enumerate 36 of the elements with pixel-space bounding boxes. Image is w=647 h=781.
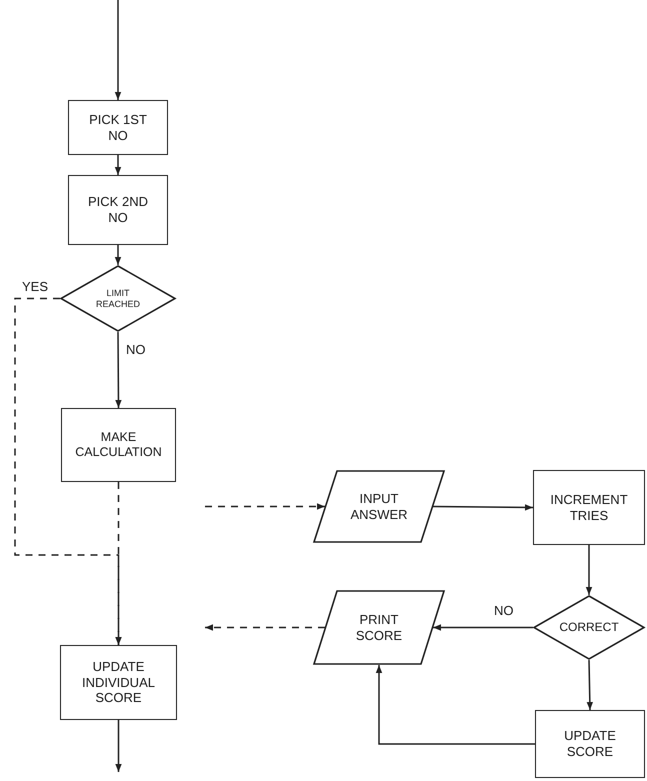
process-box <box>61 408 176 482</box>
node-label: PICK 1ST NO <box>88 112 148 144</box>
flow-arrow <box>376 665 535 745</box>
process-box <box>60 645 177 720</box>
edge-label: NO <box>124 343 148 358</box>
flow-arrow <box>115 332 122 408</box>
flow-arrow <box>115 720 122 772</box>
node-label: INPUT ANSWER <box>349 490 409 522</box>
node-label: UPDATE SCORE <box>563 728 617 760</box>
flow-arrow <box>586 660 594 710</box>
edge-label: YES <box>20 280 50 294</box>
process-box <box>533 470 645 545</box>
flow-arrow <box>205 624 325 631</box>
flow-arrow <box>114 0 122 100</box>
node-label: CORRECT <box>559 620 619 635</box>
node-label: PRINT SCORE <box>354 612 404 644</box>
node-label: MAKE CALCULATION <box>74 430 163 460</box>
input-output-box <box>313 590 445 665</box>
flow-arrow <box>114 155 122 175</box>
flow-arrow <box>114 245 122 265</box>
node-label: INCREMENT TRIES <box>549 492 629 524</box>
process-box <box>68 100 168 155</box>
edge-label: NO <box>492 604 516 618</box>
decision-diamond <box>533 595 645 660</box>
node-label: PICK 2ND NO <box>88 194 148 226</box>
flow-arrow <box>115 482 122 645</box>
flow-arrow <box>205 503 325 510</box>
process-box <box>535 710 645 778</box>
node-label: UPDATE INDIVIDUAL SCORE <box>81 659 156 706</box>
flow-arrow <box>586 545 592 595</box>
process-box <box>68 175 168 245</box>
decision-diamond <box>60 265 176 332</box>
flow-arrow <box>433 504 533 511</box>
flow-arrow <box>433 624 533 631</box>
node-label: LIMIT REACHED <box>94 288 141 310</box>
input-output-box <box>313 470 445 543</box>
